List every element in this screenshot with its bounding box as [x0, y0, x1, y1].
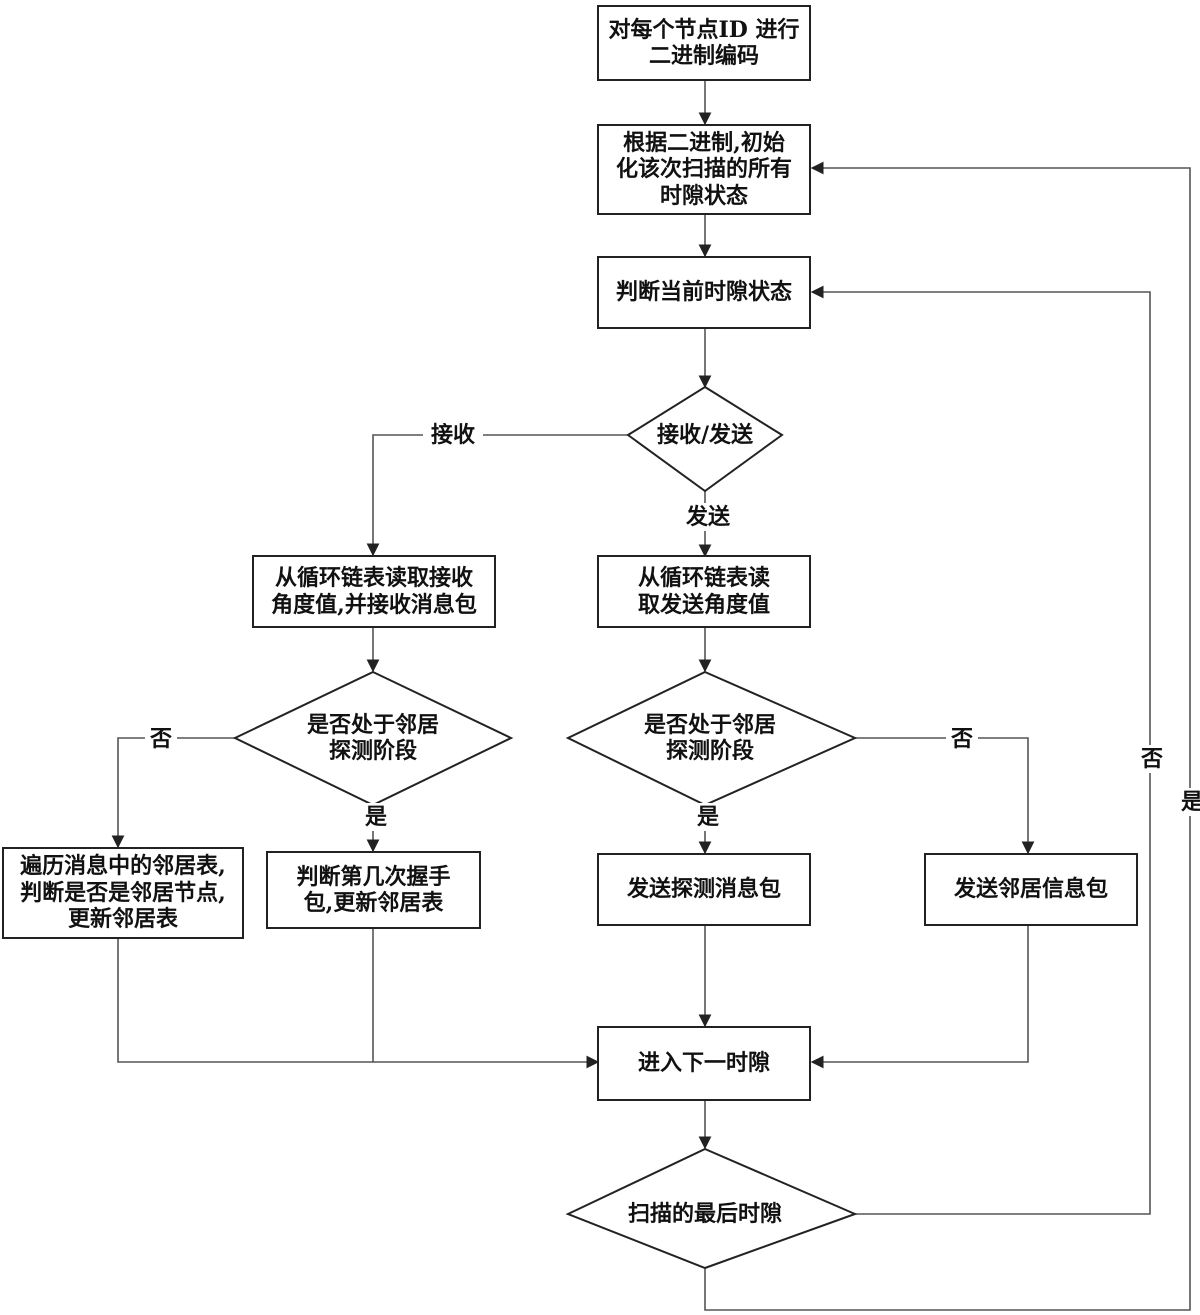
edge-loop-yes [704, 161, 1191, 1311]
edge-label-rx-yes: 是 [360, 803, 392, 831]
diamond-last-slot [565, 1147, 858, 1270]
edge-label-send: 发送 [678, 503, 738, 531]
diamond-rx-tx [626, 385, 784, 493]
box-send-neighbor [924, 853, 1138, 926]
box-traverse [2, 847, 244, 939]
node-encode-label: 对每个节点ID 进行 二进制编码 [608, 16, 800, 69]
edge-label-rx-no: 否 [145, 725, 177, 753]
edge-label-loop-yes: 是 [1176, 788, 1200, 816]
decision-rx-phase-label: 是否处于邻居 探测阶段 [306, 711, 439, 764]
node-init-label: 根据二进制,初始 化该次扫描的所有 时隙状态 [615, 129, 792, 209]
box-encode [597, 5, 811, 81]
decision-rx-tx-label: 接收/发送 [656, 421, 754, 448]
edge-loop-no [810, 285, 1151, 1215]
box-send-probe [597, 853, 811, 926]
edge-traverse-to-next [117, 938, 600, 1069]
node-handshake-label: 判断第几次握手 包,更新邻居表 [296, 863, 451, 916]
decision-last-slot-label: 扫描的最后时隙 [627, 1200, 782, 1227]
box-tx-read [597, 555, 811, 628]
node-next-slot-label: 进入下一时隙 [637, 1050, 770, 1077]
edge-label-tx-yes: 是 [692, 803, 724, 831]
node-traverse-label: 遍历消息中的邻居表, 判断是否是邻居节点, 更新邻居表 [20, 853, 226, 933]
box-rx-read [252, 555, 496, 628]
edge-neighbor-to-next [810, 925, 1029, 1069]
edge-label-loop-no: 否 [1136, 745, 1168, 773]
edge-rx-no [111, 737, 235, 849]
box-init [597, 124, 811, 215]
edge-receive-branch [366, 434, 628, 557]
node-send-probe-label: 发送探测消息包 [626, 876, 781, 903]
node-tx-read-label: 从循环链表读 取发送角度值 [637, 565, 770, 618]
edge-label-tx-no: 否 [946, 725, 978, 753]
node-send-neighbor-label: 发送邻居信息包 [953, 876, 1108, 903]
node-rx-read-label: 从循环链表读取接收 角度值,并接收消息包 [271, 565, 477, 618]
edge-label-receive: 接收 [423, 421, 483, 449]
node-judge-label: 判断当前时隙状态 [615, 279, 792, 306]
decision-tx-phase-label: 是否处于邻居 探测阶段 [643, 711, 776, 764]
box-handshake [266, 851, 481, 929]
edge-tx-no [855, 737, 1035, 855]
box-judge [597, 256, 811, 329]
box-next-slot [597, 1026, 811, 1101]
